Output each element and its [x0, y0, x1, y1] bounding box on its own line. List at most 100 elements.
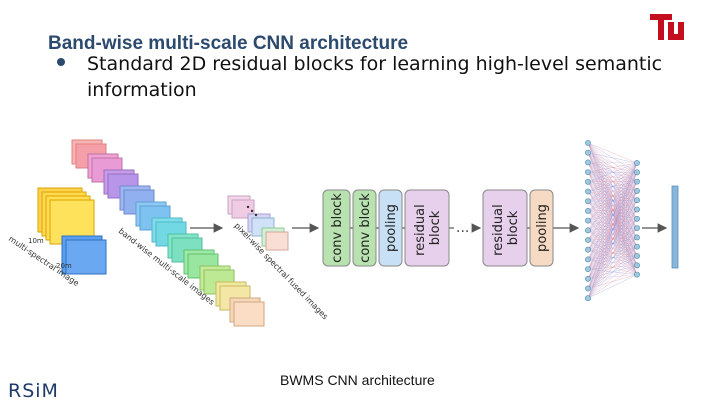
- fc-edge: [587, 201, 638, 219]
- block-label: pooling: [535, 204, 550, 252]
- fc-edge: [587, 209, 638, 212]
- fc-edge: [587, 181, 638, 299]
- fc-node: [585, 237, 591, 243]
- fc-edge: [587, 162, 638, 250]
- fc-edge: [587, 181, 638, 192]
- block-label-line1: residual: [491, 204, 506, 256]
- fc-edge: [587, 265, 638, 270]
- fc-edge: [587, 162, 638, 289]
- fc-edge: [587, 191, 638, 219]
- fc-edge: [587, 268, 638, 275]
- svg-text:residual block: residual block: [413, 200, 443, 256]
- fc-edge: [587, 162, 638, 173]
- fc-edge: [587, 191, 638, 201]
- block-pooling-1: pooling: [378, 189, 403, 267]
- fc-edge: [587, 255, 638, 299]
- fc-edge: [587, 171, 638, 210]
- bandwise-image-stacks: [71, 139, 265, 327]
- fc-node: [585, 169, 591, 175]
- fc-edge: [587, 274, 638, 279]
- fc-edge: [587, 181, 638, 201]
- fc-edge: [587, 210, 638, 257]
- fc-node: [585, 266, 591, 272]
- fc-node: [585, 285, 591, 292]
- block-residual-1: residual block: [404, 189, 450, 267]
- fc-node: [634, 206, 640, 213]
- fc-edge: [587, 230, 638, 238]
- fc-node: [634, 262, 640, 269]
- fc-node: [585, 295, 591, 302]
- fc-edge: [587, 152, 638, 182]
- fc-edge: [587, 171, 638, 192]
- fc-edge: [587, 201, 638, 247]
- fc-edge: [587, 249, 638, 275]
- fc-edge: [587, 191, 638, 238]
- fc-edge: [587, 162, 638, 221]
- fc-edge: [587, 239, 638, 247]
- block-label: conv block: [358, 193, 373, 263]
- fc-node: [585, 246, 591, 253]
- figure-caption: BWMS CNN architecture: [280, 372, 435, 388]
- slide-title: Band-wise multi-scale CNN architecture: [48, 33, 409, 54]
- fc-edge: [587, 162, 638, 192]
- fully-connected-layer: [585, 140, 640, 302]
- fc-edge: [587, 191, 638, 210]
- fc-edge: [587, 162, 638, 270]
- fc-node: [634, 178, 640, 185]
- fc-node: [585, 198, 591, 205]
- fc-edge: [587, 162, 638, 182]
- fc-node: [634, 234, 640, 241]
- block-conv-2: conv block: [352, 189, 377, 267]
- block-pooling-2: pooling: [529, 189, 554, 267]
- fc-edge: [587, 246, 638, 250]
- label-20m: 20m: [56, 262, 72, 270]
- fc-edge: [587, 200, 638, 202]
- fc-edge: [587, 200, 638, 299]
- fc-edge: [587, 142, 638, 182]
- fc-edge: [587, 239, 638, 266]
- bullet-text: Standard 2D residual blocks for learning…: [87, 53, 663, 101]
- fc-edge: [587, 220, 638, 247]
- fc-edge: [587, 227, 638, 231]
- fc-edge: [587, 249, 638, 266]
- fc-edge: [587, 162, 638, 231]
- fc-edge: [587, 209, 638, 299]
- fc-node: [585, 217, 591, 224]
- label-10m: 10m: [28, 237, 44, 245]
- fc-node: [634, 271, 640, 278]
- fc-edge: [587, 142, 638, 173]
- fc-edge: [587, 162, 638, 299]
- fc-edge: [587, 220, 638, 266]
- fc-node: [585, 256, 591, 263]
- fc-edge: [587, 162, 638, 201]
- fc-edge: [587, 181, 638, 210]
- fc-edge: [587, 249, 638, 257]
- fc-edge: [587, 218, 638, 221]
- fc-edge: [587, 210, 638, 247]
- block-conv-1: conv block: [322, 189, 351, 267]
- ellipsis: ...: [456, 220, 469, 236]
- fc-node: [634, 243, 640, 250]
- block-label: conv block: [330, 193, 345, 263]
- fc-edge: [587, 259, 638, 266]
- fc-edge: [587, 220, 638, 257]
- fc-edge: [587, 162, 638, 182]
- fc-edge: [587, 162, 638, 212]
- fc-edge: [587, 152, 638, 173]
- block-label-line2: block: [428, 210, 443, 245]
- fc-node: [585, 159, 591, 166]
- fc-edge: [587, 218, 638, 299]
- fc-edge: [587, 239, 638, 257]
- fc-edge: [587, 191, 638, 229]
- fc-node: [585, 149, 591, 156]
- fc-edge: [587, 162, 638, 164]
- tu-logo-icon: [648, 12, 688, 42]
- fc-edge: [587, 230, 638, 275]
- fc-node: [634, 225, 640, 231]
- fc-edge: [587, 246, 638, 299]
- fc-edge: [587, 190, 638, 192]
- rsim-logo: RSiM: [8, 380, 59, 402]
- fc-edge: [587, 171, 638, 182]
- output-layer-bar: [671, 185, 679, 269]
- fc-edge: [587, 220, 638, 238]
